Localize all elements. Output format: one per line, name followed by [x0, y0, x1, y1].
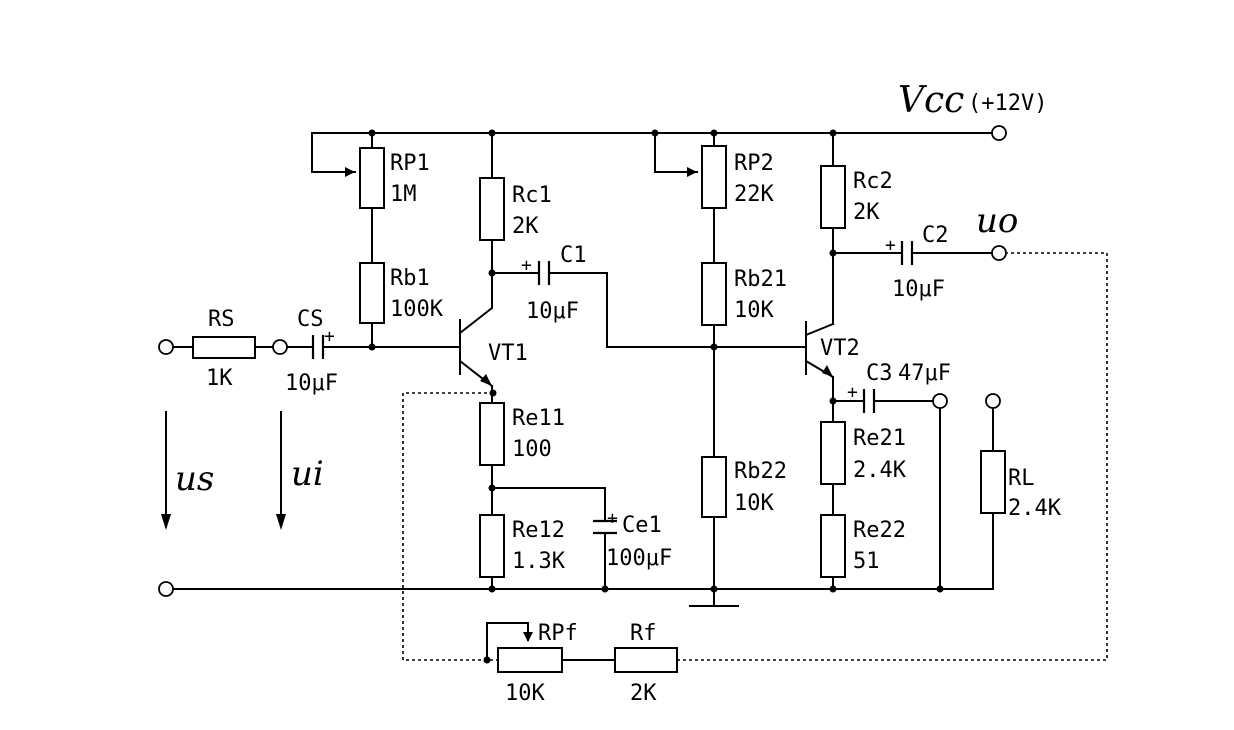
arrows [161, 167, 833, 642]
rb1-value: 100K [390, 297, 444, 322]
vt2-label: VT2 [820, 336, 860, 361]
resistor-rf [614, 647, 678, 673]
c1-value: 10μF [526, 299, 579, 324]
rf-label: Rf [630, 621, 657, 646]
rp2-value: 22K [734, 182, 774, 207]
rc2-label: Rc2 [853, 169, 893, 194]
rl-label: RL [1008, 466, 1035, 491]
junctions [368, 129, 944, 664]
rf-value: 2K [630, 681, 657, 706]
rpf-value: 10K [505, 681, 545, 706]
resistor-rp2 [701, 145, 727, 209]
rc1-label: Rc1 [512, 183, 552, 208]
resistor-rs [192, 336, 256, 359]
ce1-value: 100μF [606, 546, 672, 571]
resistor-rpf [497, 647, 563, 673]
ui-label: ui [291, 454, 324, 494]
ce1-plus-mark: + [607, 508, 618, 529]
rp1-value: 1M [390, 182, 417, 207]
cs-value: 10μF [285, 371, 338, 396]
rb21-value: 10K [734, 298, 774, 323]
resistor-re11 [479, 402, 505, 466]
re21-value: 2.4K [853, 458, 907, 483]
vt2-emitter-arrow-icon [822, 365, 833, 377]
cs-terminal [272, 339, 288, 355]
c3-value: 47μF [898, 361, 951, 386]
rp1-wiper-arrow-icon [345, 167, 355, 177]
ce1-label: Ce1 [622, 513, 662, 538]
rp2-label: RP2 [734, 151, 774, 176]
c3-plus-mark: + [847, 382, 858, 403]
feedback-path [402, 252, 1108, 661]
vcc-label: Vcc [898, 80, 964, 121]
vt1-label: VT1 [488, 341, 528, 366]
re12-label: Re12 [512, 518, 565, 543]
resistor-rp1 [359, 147, 385, 209]
output-terminal [991, 245, 1007, 261]
rp1-label: RP1 [390, 151, 430, 176]
resistor-re22 [820, 514, 846, 578]
ground-terminal [158, 581, 174, 597]
resistors [192, 145, 1006, 673]
c3-terminal [932, 393, 948, 409]
rs-label: RS [208, 307, 235, 332]
rs-value: 1K [206, 366, 233, 391]
capacitors: + + + + + [311, 235, 914, 535]
rc2-value: 2K [853, 200, 880, 225]
labels: Vcc (+12V) uo us ui RS 1K CS 10μF RP1 1M… [175, 80, 1062, 706]
us-label: us [175, 459, 214, 499]
rp2-wiper-arrow-icon [687, 167, 697, 177]
us-arrow-icon [161, 514, 171, 530]
rb22-label: Rb22 [734, 459, 787, 484]
wires [172, 132, 994, 661]
rl-terminal [985, 393, 1001, 409]
terminals [158, 125, 1007, 597]
re12-value: 1.3K [512, 549, 566, 574]
c3-label: C3 [866, 361, 893, 386]
c2-plus-mark: + [885, 235, 896, 256]
resistor-re21 [820, 421, 846, 485]
re22-value: 51 [853, 549, 880, 574]
resistor-rb21 [701, 262, 727, 326]
rc1-value: 2K [512, 214, 539, 239]
vt1-emitter-arrow-icon [480, 374, 492, 386]
uo-label: uo [976, 201, 1018, 241]
re11-label: Re11 [512, 406, 565, 431]
c2-value: 10μF [892, 277, 945, 302]
re11-value: 100 [512, 437, 552, 462]
re22-label: Re22 [853, 518, 906, 543]
input-terminal [158, 339, 174, 355]
vcc-terminal [991, 125, 1007, 141]
ui-arrow-icon [276, 514, 286, 530]
rpf-label: RPf [538, 621, 578, 646]
re21-label: Re21 [853, 426, 906, 451]
rb1-label: Rb1 [390, 266, 430, 291]
rl-value: 2.4K [1008, 496, 1062, 521]
vcc-value: (+12V) [968, 91, 1047, 116]
cs-plus-mark: + [324, 326, 335, 347]
resistor-re12 [479, 514, 505, 578]
c1-label: C1 [560, 243, 587, 268]
resistor-rc2 [820, 165, 846, 229]
cs-label: CS [297, 307, 324, 332]
resistor-rb22 [701, 456, 727, 518]
c2-label: C2 [922, 223, 949, 248]
rpf-wiper-arrow-icon [523, 632, 533, 642]
rb22-value: 10K [734, 491, 774, 516]
resistor-rc1 [479, 177, 505, 241]
rb21-label: Rb21 [734, 267, 787, 292]
c1-plus-mark: + [521, 255, 532, 276]
resistor-rl [980, 450, 1006, 514]
resistor-rb1 [359, 262, 385, 324]
